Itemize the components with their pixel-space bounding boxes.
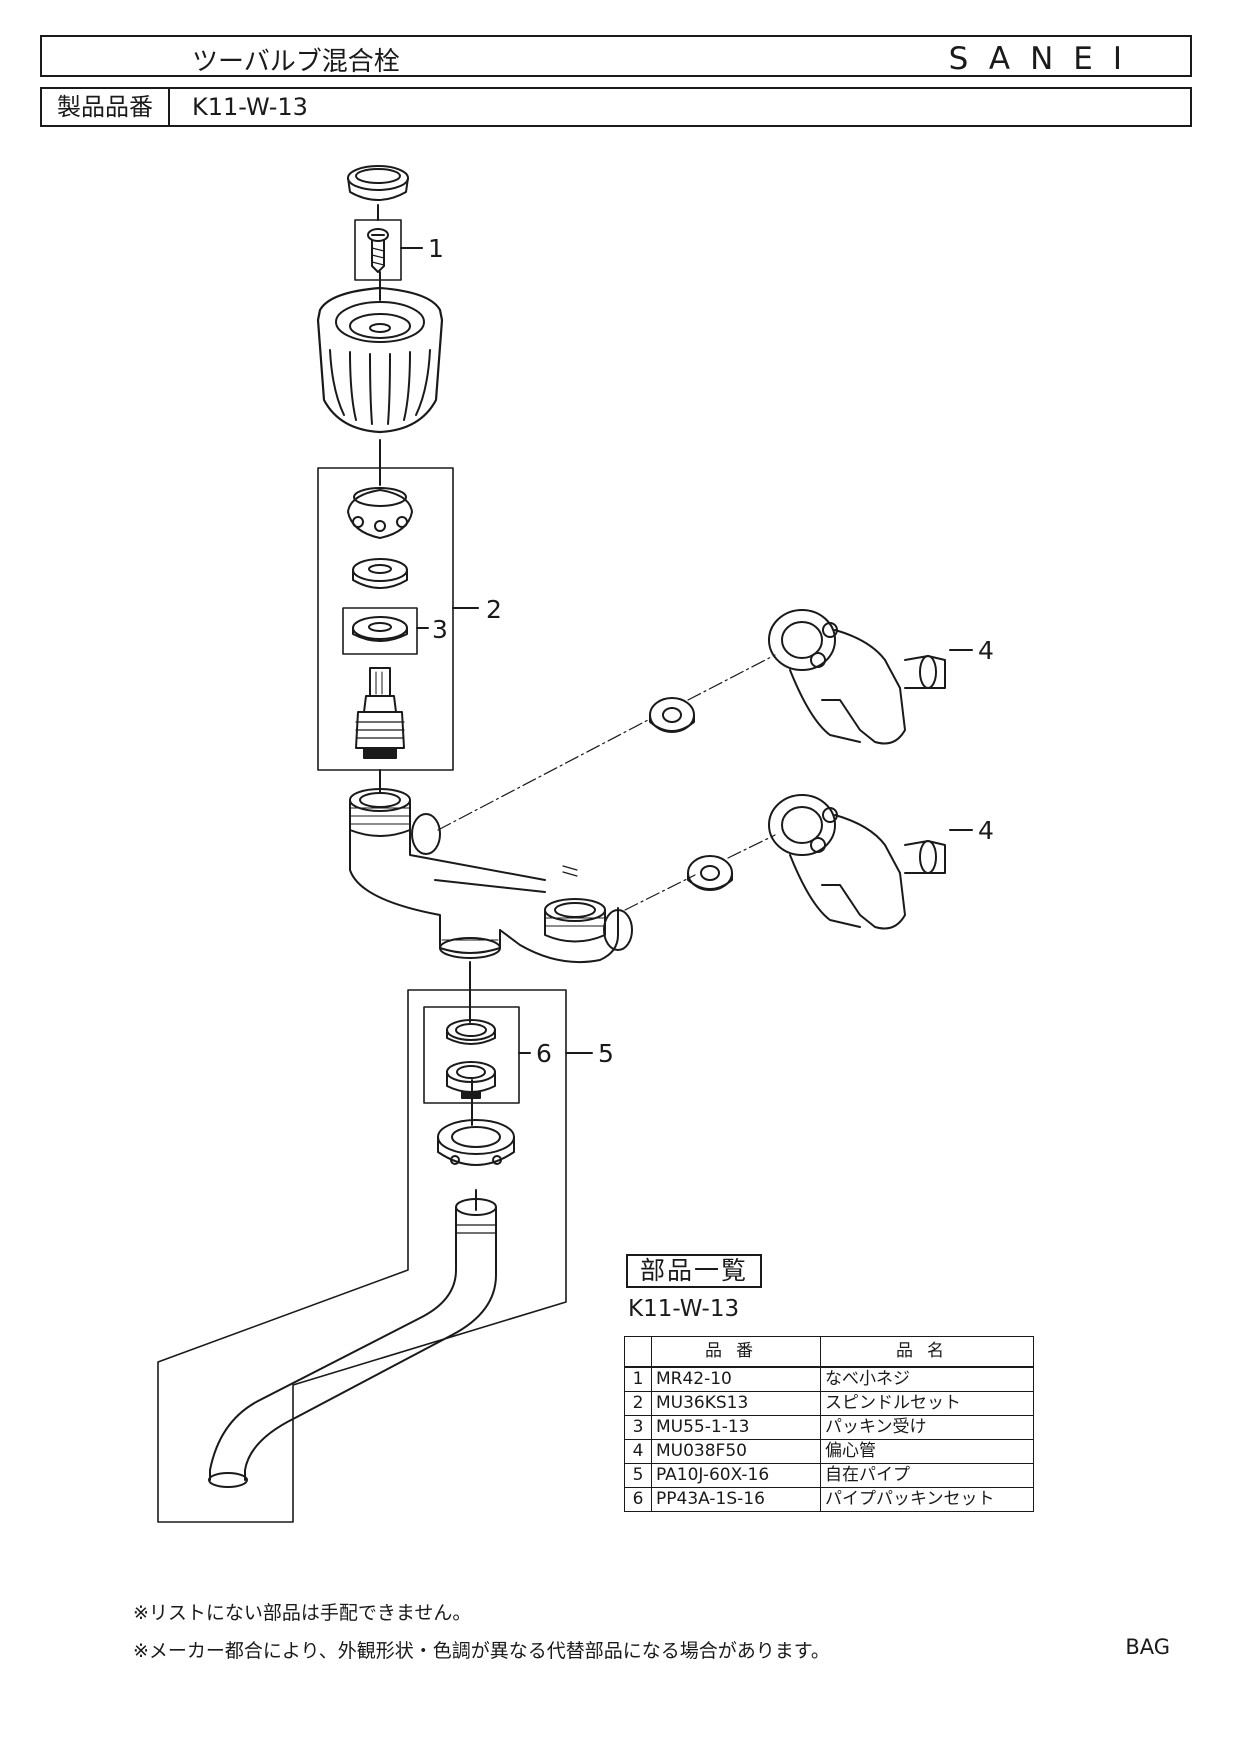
parts-table-header: 品番 品名	[624, 1336, 1034, 1368]
col-part-number: 品番	[651, 1336, 821, 1368]
row-code: MU038F50	[651, 1439, 821, 1464]
swivel-pipe-group	[157, 989, 567, 1523]
table-row: 3 MU55-1-13 パッキン受け	[624, 1415, 1034, 1440]
row-name: スピンドルセット	[820, 1391, 1034, 1416]
model-label: 製品品番	[42, 89, 170, 125]
row-no: 2	[624, 1391, 652, 1416]
table-row: 5 PA10J-60X-16 自在パイプ	[624, 1463, 1034, 1488]
row-name: なべ小ネジ	[820, 1366, 1034, 1392]
row-no: 6	[624, 1487, 652, 1512]
row-code: PP43A-1S-16	[651, 1487, 821, 1512]
axis-line	[624, 874, 696, 911]
model-bar: 製品品番 K11-W-13	[40, 87, 1192, 127]
table-row: 1 MR42-10 なべ小ネジ	[624, 1366, 1034, 1392]
col-part-name: 品名	[820, 1336, 1034, 1368]
spindle	[355, 667, 405, 759]
row-code: MR42-10	[651, 1366, 821, 1392]
packing-holder-group	[342, 607, 418, 655]
handle-cap	[347, 165, 409, 201]
table-row: 6 PP43A-1S-16 パイプパッキンセット	[624, 1487, 1034, 1512]
axis-line	[437, 719, 649, 831]
axis-line	[687, 654, 776, 701]
row-no: 4	[624, 1439, 652, 1464]
row-code: MU55-1-13	[651, 1415, 821, 1440]
handle	[316, 286, 444, 434]
callout-6: 6	[536, 1039, 552, 1068]
row-no: 3	[624, 1415, 652, 1440]
parts-list-model: K11-W-13	[628, 1296, 740, 1322]
row-name: 偏心管	[820, 1439, 1034, 1464]
row-name: 自在パイプ	[820, 1463, 1034, 1488]
spindle-set-group	[317, 467, 454, 771]
screw	[354, 219, 402, 281]
note-unlisted-parts: ※リストにない部品は手配できません。	[133, 1602, 472, 1624]
swivel-pipe	[208, 1198, 497, 1488]
pipe-ring	[446, 1061, 496, 1099]
pipe-nut	[437, 1119, 515, 1166]
product-title: ツーバルブ混合栓	[192, 47, 400, 77]
pipe-packing	[446, 1019, 496, 1045]
pipe-packing-set-group	[423, 1006, 520, 1104]
callout-1: 1	[428, 234, 444, 263]
packing-holder	[352, 616, 408, 642]
callout-4-lower: 4	[978, 816, 994, 845]
callout-2: 2	[486, 595, 502, 624]
row-no: 5	[624, 1463, 652, 1488]
axis-line	[727, 834, 776, 859]
document-code: BAG	[1125, 1635, 1170, 1659]
row-code: MU36KS13	[651, 1391, 821, 1416]
table-row: 4 MU038F50 偏心管	[624, 1439, 1034, 1464]
spindle-cap	[347, 487, 413, 539]
table-row: 2 MU36KS13 スピンドルセット	[624, 1391, 1034, 1416]
row-code: PA10J-60X-16	[651, 1463, 821, 1488]
washer	[352, 558, 408, 589]
col-no	[624, 1336, 652, 1368]
title-bar: ツーバルブ混合栓 SANEI	[40, 35, 1192, 77]
eccentric-pipe-lower	[687, 794, 946, 930]
parts-list-title: 部品一覧	[626, 1254, 762, 1288]
row-no: 1	[624, 1366, 652, 1392]
callout-3: 3	[432, 615, 448, 644]
callout-4-upper: 4	[978, 636, 994, 665]
row-name: パッキン受け	[820, 1415, 1034, 1440]
model-number: K11-W-13	[192, 93, 308, 121]
eccentric-pipe-upper	[649, 609, 946, 745]
mixer-body	[349, 788, 633, 964]
callout-5: 5	[598, 1039, 614, 1068]
brand-logo: SANEI	[948, 41, 1142, 77]
row-name: パイプパッキンセット	[820, 1487, 1034, 1512]
parts-table: 品番 品名 1 MR42-10 なべ小ネジ 2 MU36KS13 スピンドルセッ…	[624, 1336, 1034, 1512]
note-substitute-parts: ※メーカー都合により、外観形状・色調が異なる代替部品になる場合があります。	[133, 1640, 830, 1662]
